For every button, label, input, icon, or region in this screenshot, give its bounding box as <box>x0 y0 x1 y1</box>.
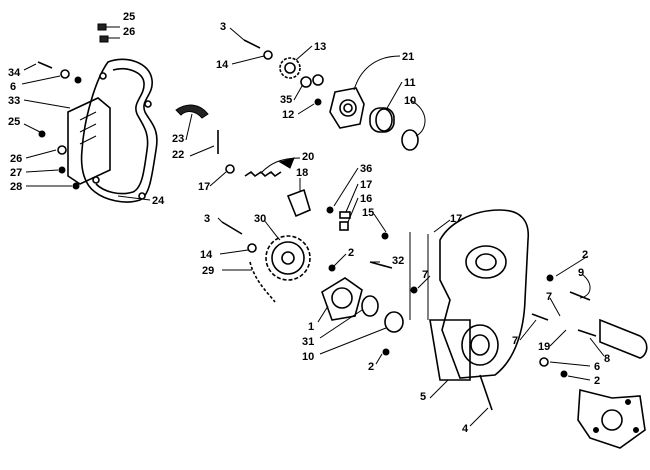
callout-25: 25 <box>8 116 20 128</box>
callout-2: 2 <box>594 375 600 387</box>
chaincase-cover <box>67 58 158 203</box>
callout-14: 14 <box>200 249 213 261</box>
chaincase-housing <box>409 209 529 381</box>
callout-18: 18 <box>296 167 308 179</box>
callout-4: 4 <box>462 423 469 435</box>
bearing-flange <box>329 87 419 151</box>
chain-tensioner-shoe <box>175 104 209 119</box>
callout-23: 23 <box>172 133 184 145</box>
callout-34: 34 <box>8 67 21 79</box>
callout-25: 25 <box>123 11 135 23</box>
callout-3: 3 <box>220 21 226 33</box>
callout-5: 5 <box>420 391 426 403</box>
callout-33: 33 <box>8 95 20 107</box>
upper-sprocket-assembly <box>243 39 324 106</box>
callout-9: 9 <box>578 267 584 279</box>
callout-7: 7 <box>422 269 428 281</box>
callout-16: 16 <box>360 193 372 205</box>
callout-10: 10 <box>404 95 416 107</box>
callout-labels: 25 26 34 6 33 25 26 27 28 24 23 22 17 3 … <box>8 11 610 435</box>
callout-31: 31 <box>302 336 314 348</box>
callout-30: 30 <box>254 213 266 225</box>
callout-13: 13 <box>314 41 326 53</box>
right-side-hardware <box>410 274 648 411</box>
callout-2: 2 <box>348 247 354 259</box>
callout-17: 17 <box>360 179 372 191</box>
callout-6: 6 <box>10 81 16 93</box>
callout-7: 7 <box>512 335 518 347</box>
callout-20: 20 <box>302 151 314 163</box>
callout-1: 1 <box>308 321 314 333</box>
callout-22: 22 <box>172 149 184 161</box>
callout-3: 3 <box>204 213 210 225</box>
callout-17: 17 <box>450 213 462 225</box>
bearing-and-collar <box>321 261 404 356</box>
callout-19: 19 <box>538 341 550 353</box>
callout-14: 14 <box>216 59 229 71</box>
callout-10: 10 <box>302 351 314 363</box>
callout-27: 27 <box>10 167 22 179</box>
callout-7: 7 <box>546 291 552 303</box>
drive-shaft-and-drivers <box>577 388 646 449</box>
callout-26: 26 <box>123 26 135 38</box>
tensioner-block-and-pins <box>286 188 389 240</box>
callout-21: 21 <box>402 51 414 63</box>
callout-2: 2 <box>582 249 588 261</box>
callout-24: 24 <box>152 195 165 207</box>
cover-fasteners <box>37 23 109 190</box>
callout-12: 12 <box>282 109 294 121</box>
callout-15: 15 <box>362 207 374 219</box>
callout-2: 2 <box>368 361 374 373</box>
leader-lines <box>21 26 605 427</box>
callout-26: 26 <box>10 153 22 165</box>
callout-32: 32 <box>392 255 404 267</box>
tensioner-spring-and-bolt <box>217 130 295 178</box>
callout-29: 29 <box>202 265 214 277</box>
callout-8: 8 <box>604 353 610 365</box>
callout-35: 35 <box>280 94 292 106</box>
lower-sprocket-assembly <box>221 221 311 303</box>
callout-6: 6 <box>594 361 600 373</box>
callout-28: 28 <box>10 181 22 193</box>
callout-36: 36 <box>360 163 372 175</box>
callout-11: 11 <box>404 77 416 89</box>
callout-17: 17 <box>198 181 210 193</box>
